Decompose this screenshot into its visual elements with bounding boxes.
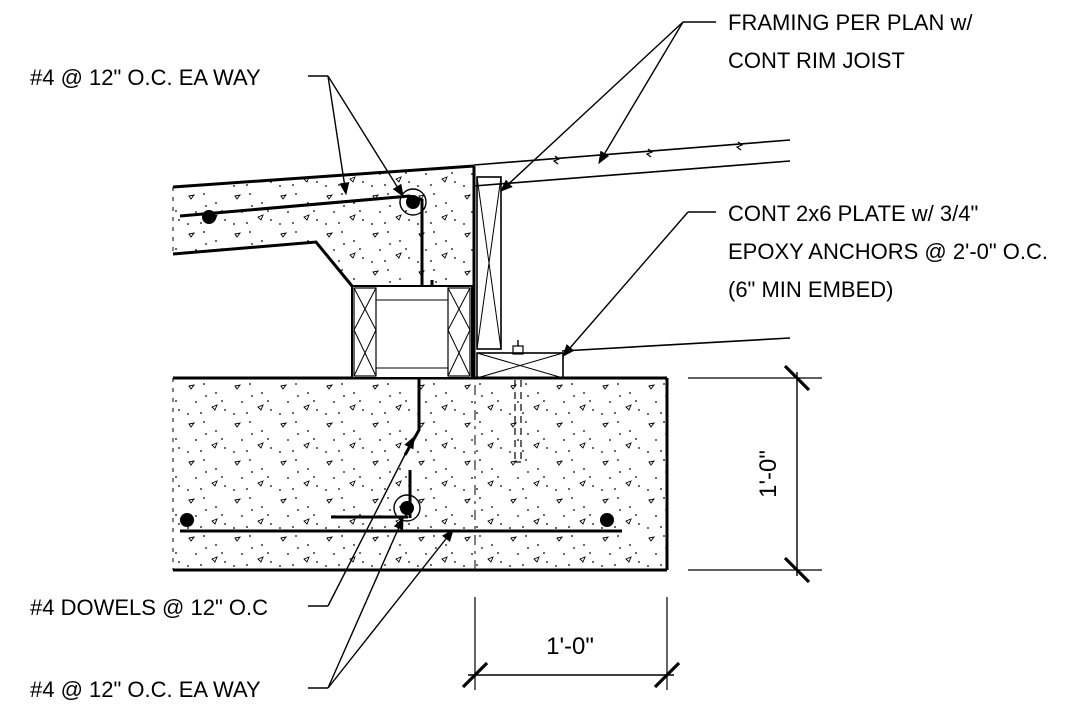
- label-framing-line1: FRAMING PER PLAN w/: [728, 10, 973, 35]
- rim-joist: [476, 176, 502, 350]
- horizontal-dimension: [461, 597, 681, 690]
- label-plate-line3: (6" MIN EMBED): [728, 277, 893, 302]
- label-bottom-rebar: #4 @ 12" O.C. EA WAY: [30, 677, 261, 702]
- label-plate-line2: EPOXY ANCHORS @ 2'-0" O.C.: [728, 239, 1048, 264]
- label-framing-line2: CONT RIM JOIST: [728, 48, 905, 73]
- leader-bottom-rebar: [308, 516, 454, 689]
- sill-plate: [476, 340, 564, 379]
- floor-framing: [473, 139, 791, 352]
- label-dowels: #4 DOWELS @ 12" O.C: [30, 595, 268, 620]
- vertical-dimension: [688, 364, 822, 584]
- dimension-text-horizontal: 1'-0": [546, 633, 594, 660]
- dimension-text-vertical: 1'-0": [755, 450, 782, 498]
- stem-wall: [172, 164, 476, 518]
- epoxy-anchor: [514, 380, 522, 463]
- label-top-rebar: #4 @ 12" O.C. EA WAY: [30, 65, 261, 90]
- leader-top-rebar: [308, 75, 404, 198]
- label-plate-line1: CONT 2x6 PLATE w/ 3/4": [728, 201, 978, 226]
- leader-plate: [562, 211, 716, 357]
- leader-framing: [500, 21, 716, 192]
- leader-dowels: [308, 435, 415, 607]
- block-out: [351, 285, 473, 379]
